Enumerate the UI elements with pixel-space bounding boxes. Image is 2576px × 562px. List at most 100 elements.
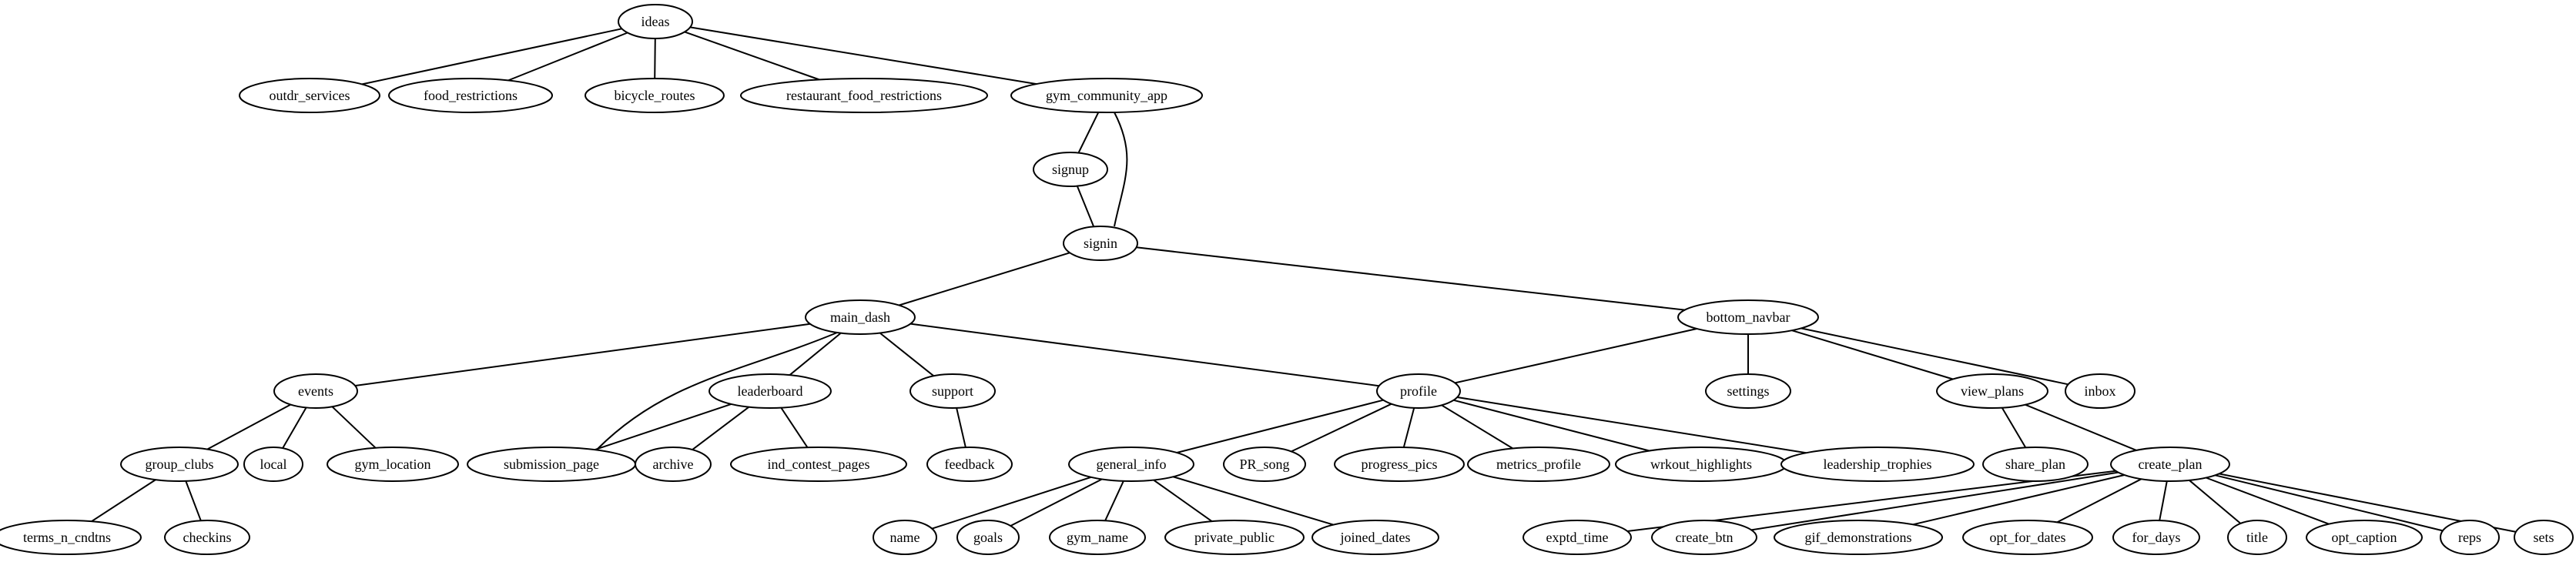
node-ellipse (1049, 520, 1146, 555)
edge-bottom_navbar-to-profile (1455, 328, 1697, 384)
edge-events-to-group_clubs (206, 403, 291, 450)
node-ellipse (730, 447, 907, 482)
node-label: submission_page (504, 457, 599, 472)
node-ellipse (1068, 447, 1194, 482)
node-ellipse (120, 447, 239, 482)
node-label: create_plan (2139, 457, 2202, 472)
node-label: goals (973, 530, 1003, 545)
node-label: checkins (183, 530, 232, 545)
node-ellipse (1774, 520, 1943, 555)
edge-create_plan-to-create_btn (1751, 471, 2119, 531)
node-pr-song: PR_song (1223, 447, 1306, 482)
edge-ideas-to-outdr_services (361, 28, 622, 85)
node-label: local (260, 457, 287, 472)
node-ellipse (2065, 373, 2136, 409)
node-support: support (909, 373, 996, 409)
node-label: profile (1400, 383, 1437, 399)
edge-create_plan-to-for_days (2159, 480, 2168, 521)
edge-signin-to-main_dash (899, 252, 1070, 306)
node-leadership-trophies: leadership_trophies (1780, 447, 1975, 482)
node-progress-pics: progress_pics (1334, 447, 1465, 482)
node-label: signup (1052, 162, 1089, 177)
node-ellipse (740, 78, 988, 113)
node-label: name (890, 530, 920, 545)
node-exptd-time: exptd_time (1522, 520, 1632, 555)
edge-profile-to-metrics_profile (1441, 404, 1513, 450)
edge-leaderboard-to-archive (692, 406, 750, 450)
node-label: bottom_navbar (1707, 309, 1790, 325)
node-outdr-services: outdr_services (239, 78, 380, 113)
node-label: ind_contest_pages (768, 457, 870, 472)
node-ellipse (1311, 520, 1439, 555)
edge-ideas-to-gym_community_app (690, 26, 1037, 85)
node-label: gym_name (1067, 530, 1128, 545)
node-events: events (273, 373, 358, 409)
edge-general_info-to-joined_dates (1173, 476, 1334, 526)
node-ellipse (243, 447, 303, 482)
edge-leaderboard-to-submission_page (594, 403, 732, 451)
node-label: outdr_services (270, 88, 350, 103)
node-label: view_plans (1961, 383, 2024, 399)
node-gym-name: gym_name (1049, 520, 1146, 555)
node-ellipse (2227, 520, 2287, 555)
node-label: inbox (2084, 383, 2115, 399)
node-label: archive (653, 457, 694, 472)
node-opt-for-dates: opt_for_dates (1962, 520, 2093, 555)
node-reps: reps (2440, 520, 2500, 555)
node-label: settings (1727, 383, 1769, 399)
node-ellipse (926, 447, 1013, 482)
node-ellipse (1467, 447, 1610, 482)
node-settings: settings (1705, 373, 1791, 409)
edge-create_plan-to-opt_caption (2206, 477, 2330, 525)
node-label: metrics_profile (1496, 457, 1581, 472)
node-label: reps (2458, 530, 2481, 545)
node-ellipse (909, 373, 996, 409)
node-ellipse (1705, 373, 1791, 409)
node-food-restrictions: food_restrictions (388, 78, 553, 113)
node-label: sets (2534, 530, 2554, 545)
edge-group_clubs-to-terms_n_cndtns (91, 479, 156, 523)
edge-create_plan-to-title (2189, 480, 2242, 524)
node-label: opt_for_dates (1990, 530, 2066, 545)
node-label: progress_pics (1362, 457, 1438, 472)
node-label: leadership_trophies (1824, 457, 1932, 472)
edge-view_plans-to-share_plan (2001, 407, 2027, 448)
edge-gym_community_app-to-signup (1077, 112, 1100, 153)
node-label: events (298, 383, 333, 399)
node-label: leaderboard (738, 383, 803, 399)
node-inbox: inbox (2065, 373, 2136, 409)
node-ellipse (2110, 447, 2230, 482)
node-bottom-navbar: bottom_navbar (1677, 299, 1819, 335)
node-signin: signin (1063, 226, 1138, 261)
node-label: share_plan (2005, 457, 2065, 472)
node-general-info: general_info (1068, 447, 1194, 482)
node-checkins: checkins (164, 520, 250, 555)
edge-general_info-to-gym_name (1104, 480, 1124, 521)
node-name: name (873, 520, 937, 555)
node-ellipse (956, 520, 1020, 555)
node-ellipse (2306, 520, 2423, 555)
node-ellipse (708, 373, 832, 409)
node-goals: goals (956, 520, 1020, 555)
node-feedback: feedback (926, 447, 1013, 482)
node-create-btn: create_btn (1651, 520, 1757, 555)
node-wrkout-highlights: wrkout_highlights (1615, 447, 1787, 482)
node-label: private_public (1194, 530, 1275, 545)
edge-general_info-to-goals (1010, 478, 1103, 527)
node-bicycle-routes: bicycle_routes (585, 78, 725, 113)
edge-support-to-feedback (956, 407, 966, 448)
edge-signup-to-signin (1076, 186, 1095, 227)
node-ellipse (1962, 520, 2093, 555)
edge-group_clubs-to-checkins (185, 480, 202, 521)
node-share-plan: share_plan (1982, 447, 2089, 482)
node-label: joined_dates (1340, 530, 1411, 545)
node-gym-community-app: gym_community_app (1010, 78, 1203, 113)
node-label: create_btn (1676, 530, 1734, 545)
node-metrics-profile: metrics_profile (1467, 447, 1610, 482)
node-label: feedback (945, 457, 995, 472)
node-title: title (2227, 520, 2287, 555)
node-leaderboard: leaderboard (708, 373, 832, 409)
node-ellipse (585, 78, 725, 113)
edge-profile-to-progress_pics (1402, 407, 1415, 448)
